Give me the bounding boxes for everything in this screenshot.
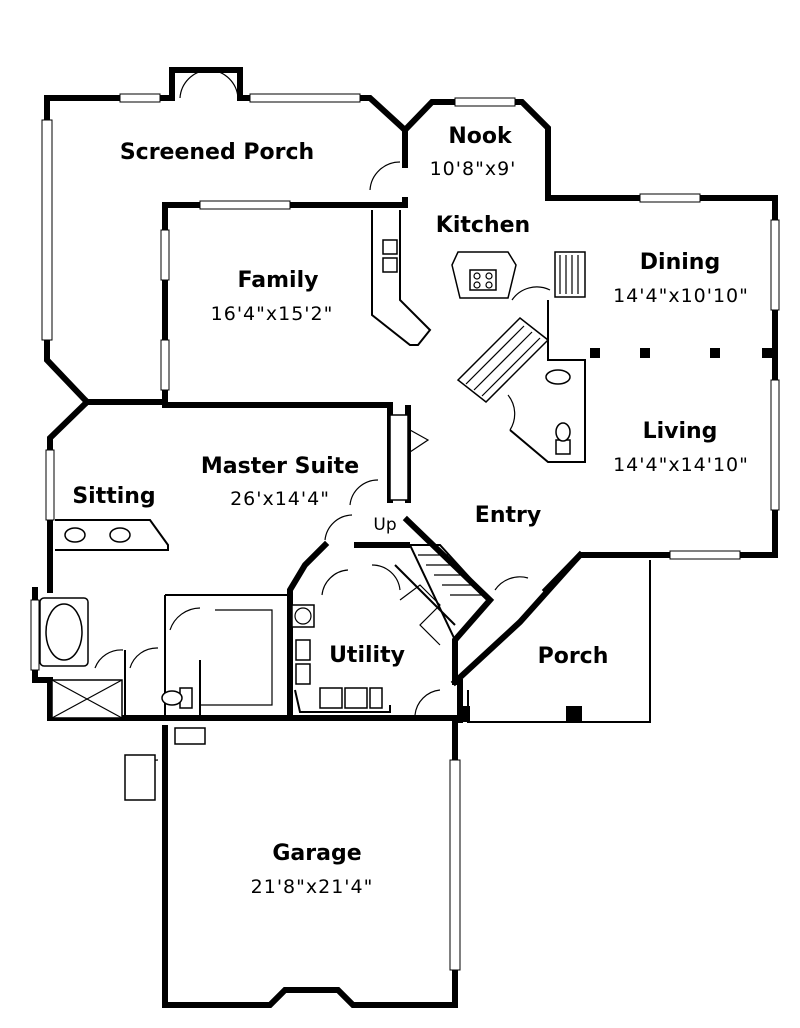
room-labels: Screened Porch Nook 10'8"x9' Kitchen Fam… [72,124,749,898]
front-porch-outline [458,560,651,723]
stair-up-label: Up [373,515,396,535]
label-dining: Dining [640,250,720,275]
label-utility: Utility [329,643,405,668]
label-garage: Garage [272,841,361,866]
utility-fixtures [124,604,391,801]
label-screened-porch: Screened Porch [120,140,314,165]
size-master-suite: 26'x14'4" [230,488,330,510]
windows [30,93,780,971]
label-porch: Porch [538,644,609,669]
label-master-suite: Master Suite [201,454,359,479]
walls [32,67,778,1008]
staircase [394,544,492,646]
label-entry: Entry [475,503,541,528]
label-sitting: Sitting [72,484,155,509]
size-family: 16'4"x15'2" [211,303,334,325]
label-nook: Nook [448,124,513,149]
size-living: 14'4"x14'10" [613,454,749,476]
size-nook: 10'8"x9' [430,158,517,180]
size-dining: 14'4"x10'10" [613,285,749,307]
size-garage: 21'8"x21'4" [251,876,374,898]
label-kitchen: Kitchen [436,213,530,238]
label-living: Living [643,419,718,444]
master-interior [39,414,430,719]
kitchen-fixtures [371,210,586,463]
columns [590,348,772,358]
label-family: Family [238,268,319,293]
